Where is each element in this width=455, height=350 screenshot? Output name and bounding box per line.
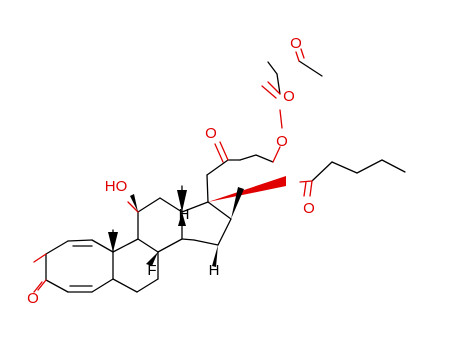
c11-hydroxyl-label: HO [105,178,128,195]
acetyl-carbonyl-oxygen-label: O [290,35,302,52]
c8-hydrogen-label: H [179,206,190,223]
c3-carbonyl-oxygen-label: O [27,290,39,307]
c14-hydrogen-label: H [209,262,220,279]
c17-ester-oxygen-label: O [276,133,288,150]
atom-labels: O O O O O HO H H F O [27,35,315,307]
c9-fluorine-label: F [147,262,156,279]
oxygen-bonds [33,48,313,293]
valerate-carbonyl-oxygen-label: O [303,200,315,217]
acetyl-ester-oxygen-label: O [283,88,295,105]
c20-carbonyl-oxygen-label: O [205,125,217,142]
stereo-wedges [108,176,286,267]
skeleton-bonds [45,60,406,293]
